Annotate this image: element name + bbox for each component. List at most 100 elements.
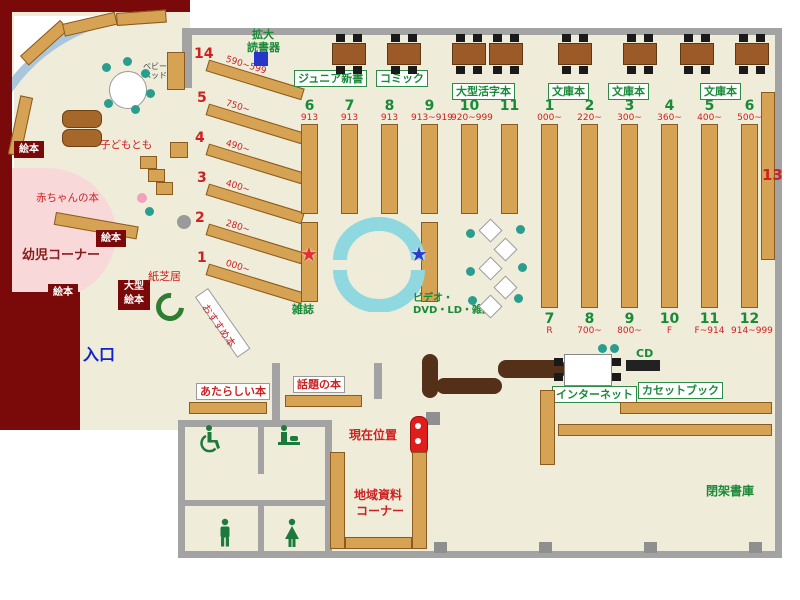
chair	[336, 66, 345, 74]
star-marker-red: ★	[300, 242, 318, 266]
mens-toilet-icon	[220, 518, 230, 547]
service-counter	[436, 378, 502, 394]
current-location-marker	[410, 416, 428, 456]
picture-book-sign: 絵本	[96, 230, 126, 247]
baby-changing-icon	[278, 425, 300, 445]
service-counter	[498, 360, 566, 378]
step-block	[140, 156, 157, 169]
reading-table	[489, 34, 523, 74]
bookshelf-column	[621, 124, 638, 308]
chair	[684, 66, 693, 74]
bookshelf-column	[461, 124, 478, 214]
chair	[510, 66, 519, 74]
wall-left-lower	[178, 425, 185, 558]
wall-maroon-entrance	[0, 292, 80, 430]
reading-table	[680, 34, 714, 74]
wall-top	[185, 28, 782, 35]
bookshelf-column	[501, 124, 518, 214]
shelf-number: 9	[624, 311, 635, 327]
reading-table	[558, 34, 592, 74]
service-counter	[422, 354, 438, 398]
bookshelf-column	[541, 124, 558, 308]
local-corner-line1: 地域資料	[354, 488, 403, 502]
reading-table	[623, 34, 657, 74]
pillar	[426, 412, 440, 425]
shelf-number-14: 14	[194, 46, 214, 62]
kodomo-tomo-label: 子どもとも	[100, 139, 153, 151]
chair	[756, 66, 765, 74]
wall-right	[775, 28, 782, 558]
star-marker-blue: ★	[410, 242, 428, 266]
chair	[554, 373, 563, 381]
media-shelf	[421, 222, 438, 302]
chair	[408, 66, 417, 74]
stool	[466, 267, 475, 276]
chair	[510, 34, 519, 42]
shelf-number-13: 13	[762, 166, 783, 184]
shelf-number-2: 2	[195, 210, 205, 226]
local-corner-line2: コーナー	[356, 504, 405, 518]
picture-book-sign: 絵本	[48, 284, 78, 301]
wall-stub-corridor-2	[374, 363, 382, 399]
shelf-number-3: 3	[197, 170, 207, 186]
wall-bookshelf-13	[761, 92, 775, 260]
shelf-number: 9	[424, 98, 435, 114]
chair	[701, 66, 710, 74]
chair	[353, 34, 362, 42]
shelf-number: 2	[584, 98, 595, 114]
shelf-range: 913	[380, 113, 399, 123]
table-top	[452, 43, 486, 65]
bookshelf-column	[581, 124, 598, 308]
chair	[701, 34, 710, 42]
bookshelf-column	[341, 124, 358, 214]
video-label-line2: DVD・LD・雑誌	[413, 305, 493, 316]
bookshelf-row	[620, 402, 772, 414]
table-top	[680, 43, 714, 65]
pillar-round	[177, 215, 191, 229]
chair	[473, 66, 482, 74]
wall-toilet-right	[325, 420, 332, 558]
chair	[644, 66, 653, 74]
bookshelf-column	[421, 124, 438, 214]
wall-toilet-top	[178, 420, 332, 427]
womens-toilet-icon	[285, 518, 299, 547]
chair	[579, 66, 588, 74]
wall-stub-corridor-1	[272, 363, 280, 421]
shelf-range: 800~	[617, 326, 642, 336]
chair	[408, 34, 417, 42]
cd-rack	[626, 360, 660, 371]
baby-books-label: 赤ちゃんの本	[36, 192, 99, 204]
shelf-number: 6	[304, 98, 315, 114]
pillar	[644, 542, 657, 553]
shelf-range: 400~	[697, 113, 722, 123]
shelf-range: 914~999	[731, 326, 773, 336]
reading-table	[452, 34, 486, 74]
cd-label: CD	[636, 347, 654, 360]
pillar	[539, 542, 552, 553]
shelf-number: 8	[384, 98, 395, 114]
chair	[554, 358, 563, 366]
wall-toilet-divider-upper	[258, 420, 264, 474]
chair	[612, 373, 621, 381]
magnifier-device-icon	[254, 52, 268, 66]
baby-bed	[167, 52, 185, 90]
stool	[518, 263, 527, 272]
reading-table	[735, 34, 769, 74]
chair	[739, 66, 748, 74]
chair	[493, 34, 502, 42]
chair	[562, 34, 571, 42]
chair	[336, 34, 345, 42]
chair	[391, 66, 400, 74]
bookshelf-column	[381, 124, 398, 214]
stool	[610, 344, 619, 353]
shelf-range: 920~999	[451, 113, 493, 123]
wall-toilet-divider-lower	[258, 506, 264, 558]
table-top	[489, 43, 523, 65]
